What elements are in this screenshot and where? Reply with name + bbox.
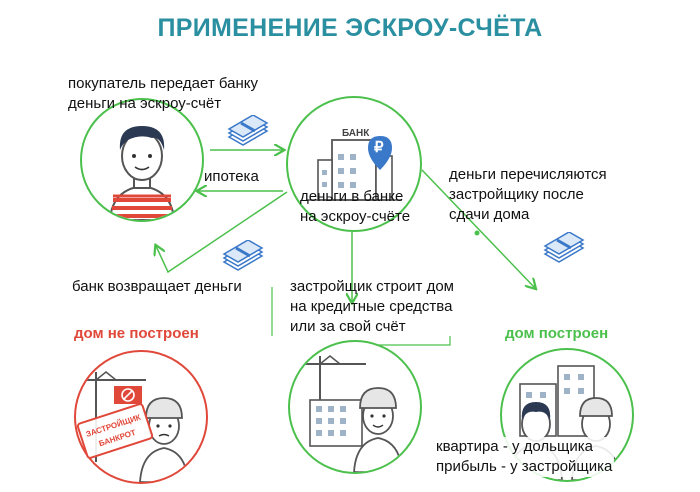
- bank-line-1: деньги в банке: [300, 187, 410, 207]
- bank-line-2: на эскроу-счёте: [300, 207, 410, 227]
- mortgage-label: ипотека: [204, 167, 259, 187]
- money-bundle-icon: [222, 240, 264, 274]
- transfer-line-1: деньги перечисляются: [449, 165, 607, 185]
- bank-caption: деньги в банке на эскроу-счёте: [300, 187, 410, 227]
- construction-worker-icon: [290, 342, 420, 472]
- built-line-2: прибыль - у застройщика: [436, 457, 612, 477]
- currency-symbol: ₽: [374, 138, 384, 156]
- not-built-status: дом не построен: [74, 325, 199, 342]
- builder-line-3: или за свой счёт: [290, 317, 454, 337]
- buyer-line-1: покупатель передает банку: [68, 74, 258, 94]
- money-bundle-icon: [543, 232, 585, 266]
- built-status: дом построен: [505, 325, 608, 342]
- builder-caption: застройщик строит дом на кредитные средс…: [290, 277, 454, 337]
- transfer-line-3: сдачи дома: [449, 205, 607, 225]
- builder-line-2: на кредитные средства: [290, 297, 454, 317]
- bank-sign: БАНК: [342, 128, 369, 139]
- built-caption: квартира - у дольщика прибыль - у застро…: [434, 437, 614, 477]
- built-line-1: квартира - у дольщика: [436, 437, 612, 457]
- buyer-person-icon: [82, 100, 202, 220]
- builder-line-1: застройщик строит дом: [290, 277, 454, 297]
- transfer-line-2: застройщику после: [449, 185, 607, 205]
- refund-label: банк возвращает деньги: [72, 277, 242, 297]
- transfer-caption: деньги перечисляются застройщику после с…: [449, 165, 607, 225]
- buyer-line-2: деньги на эскроу-счёт: [68, 94, 258, 114]
- buyer-circle: [80, 98, 204, 222]
- buyer-caption: покупатель передает банку деньги на эскр…: [68, 74, 258, 114]
- builder-circle: [288, 340, 422, 474]
- money-bundle-icon: [227, 115, 269, 149]
